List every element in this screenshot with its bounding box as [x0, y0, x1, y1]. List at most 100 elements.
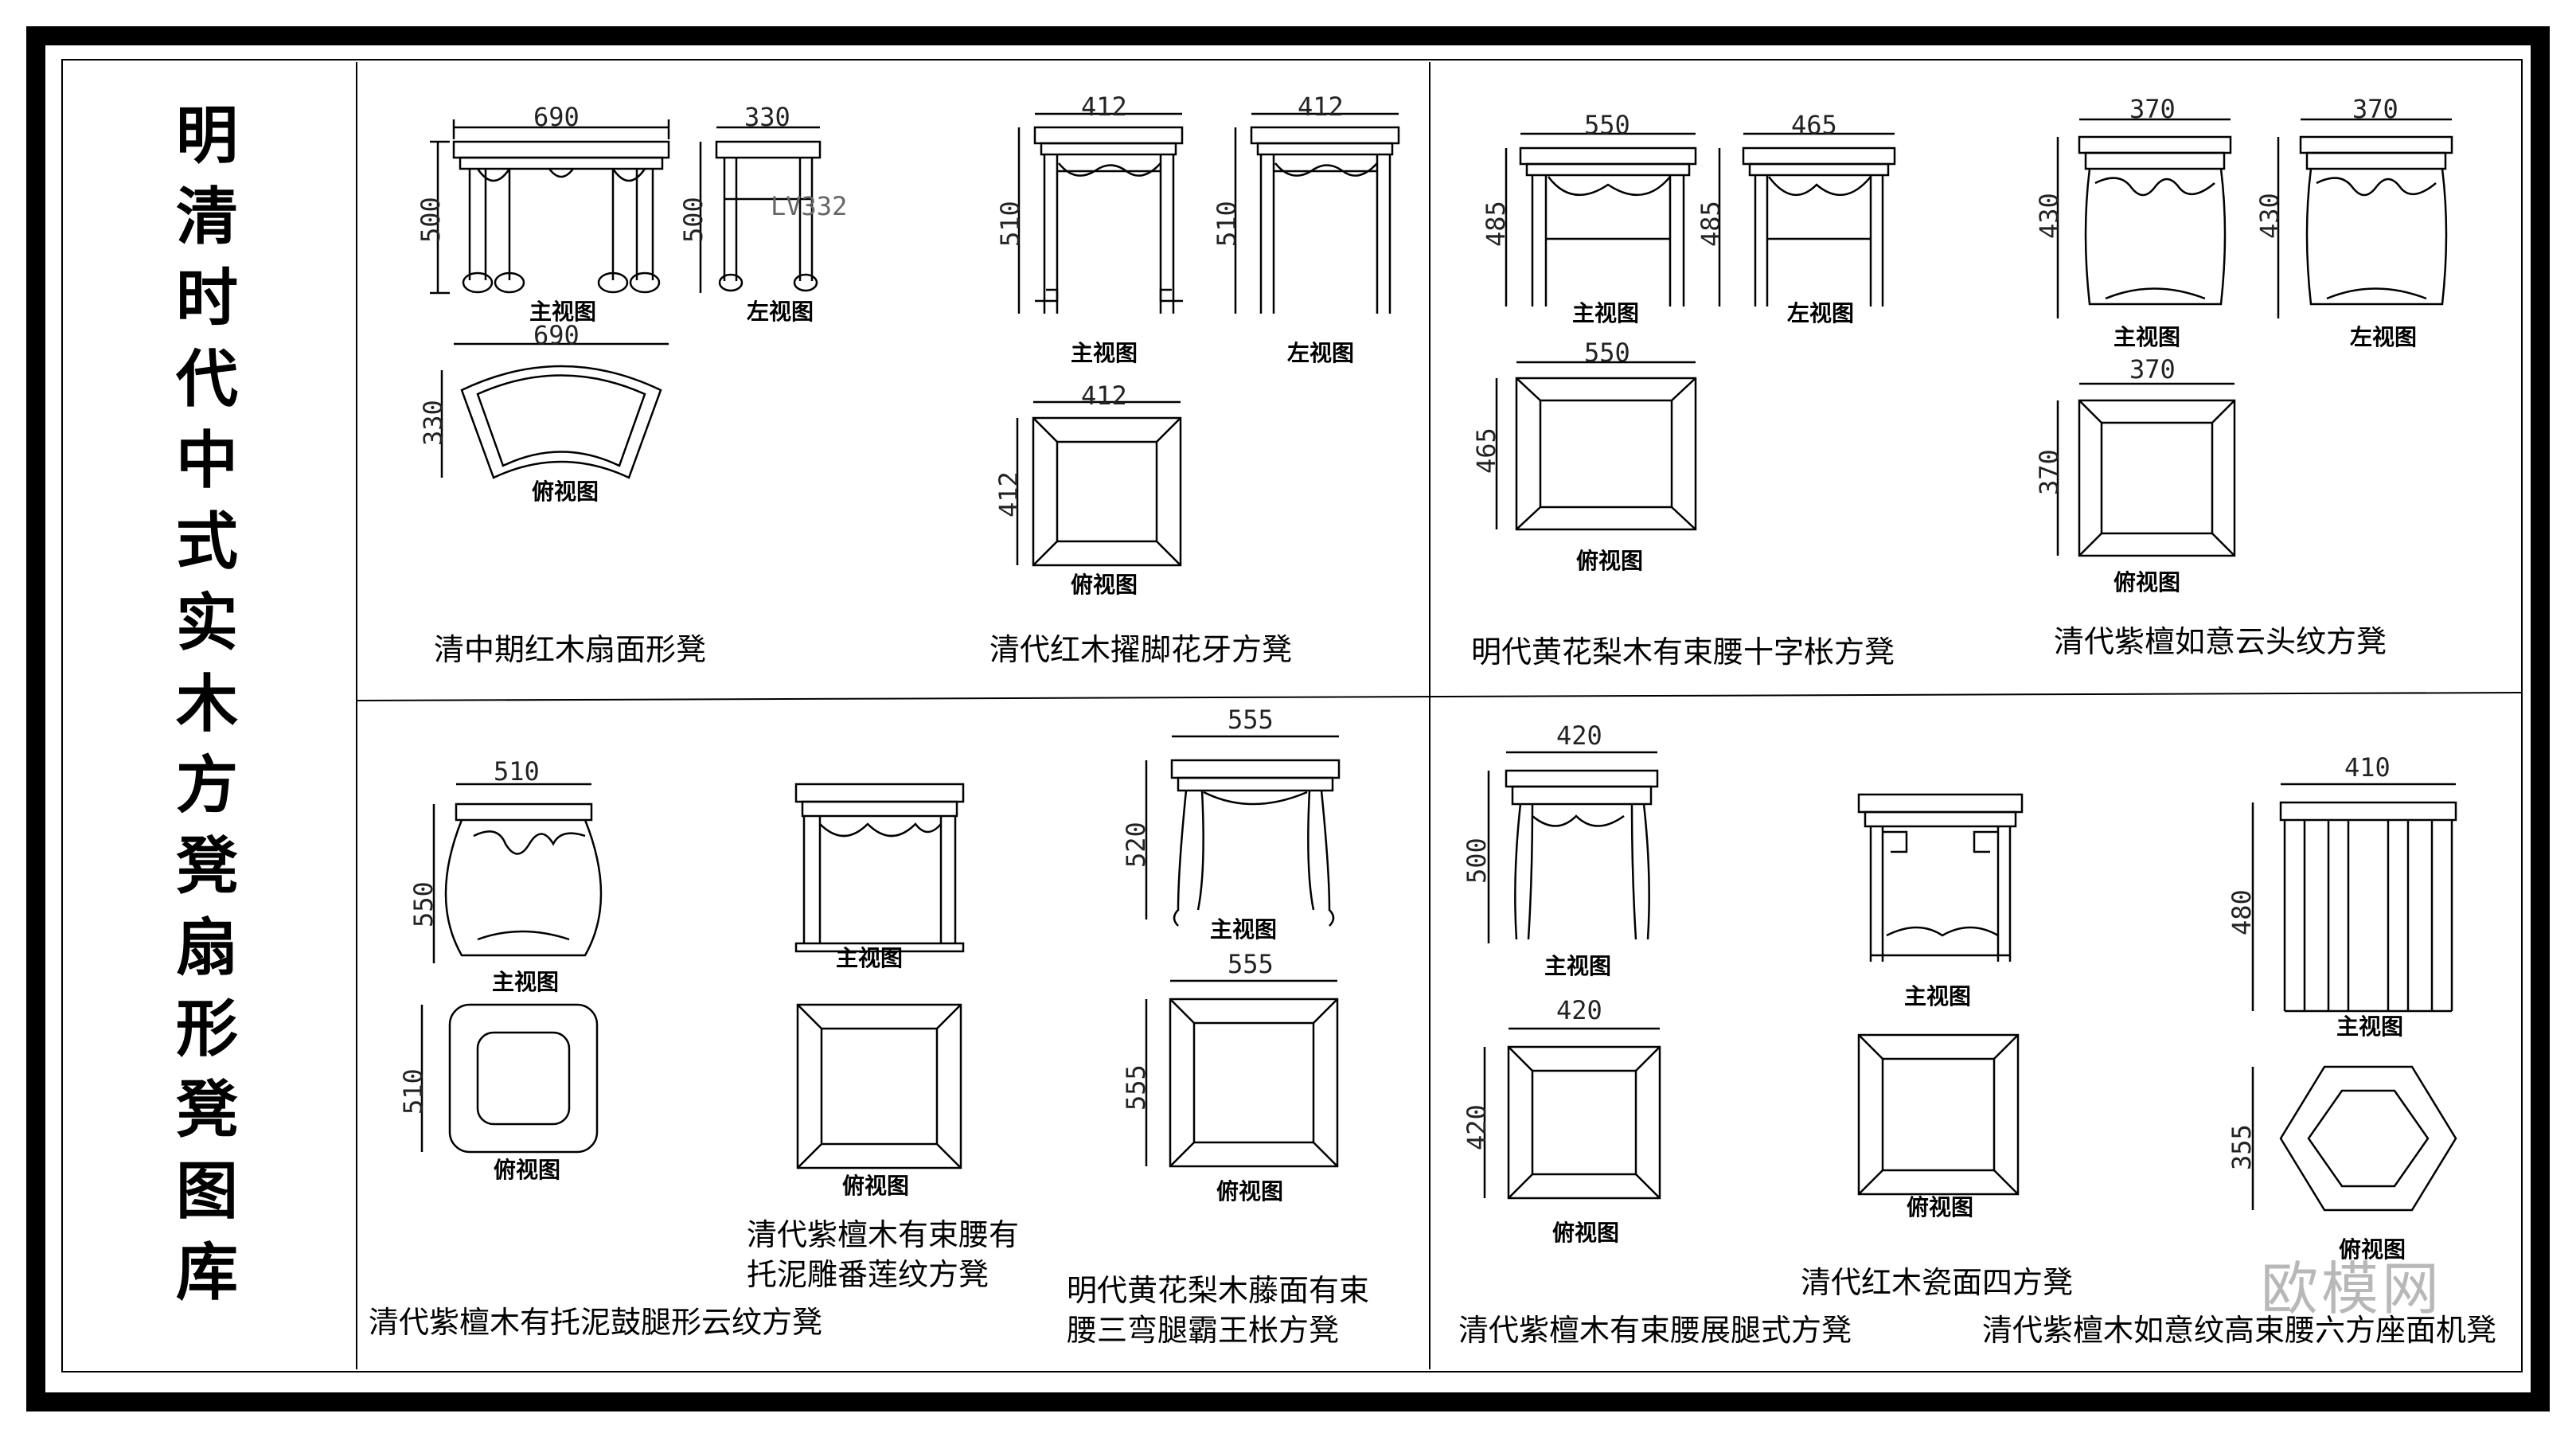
p10-front-view	[2251, 783, 2457, 1013]
inner-frame	[61, 59, 2523, 1372]
p3-top-view-label: 俯视图	[1576, 548, 1644, 574]
sheet-title-char: 明	[175, 100, 238, 172]
p6-front-view	[794, 783, 965, 953]
p9-front-view-label: 主视图	[1904, 983, 1972, 1009]
p5-top-depth: 510	[398, 1068, 428, 1115]
p6-title-line-1: 清代紫檀木有束腰有	[747, 1217, 1020, 1252]
p8-top-depth: 420	[1462, 1104, 1492, 1150]
p4-title: 清代紫檀如意云头纹方凳	[2054, 624, 2387, 659]
sheet-title-char: 清	[175, 182, 238, 253]
p8-top-width: 420	[1556, 995, 1602, 1025]
p8-front-view-label: 主视图	[1544, 953, 1612, 979]
p7-front-view	[1145, 735, 1341, 927]
p7-title-line-2: 腰三弯腿霸王枨方凳	[1067, 1313, 1340, 1348]
p1-top-view	[440, 342, 669, 479]
p3-side-height: 485	[1696, 201, 1726, 247]
p3-top-width: 550	[1584, 338, 1630, 368]
p3-top-depth: 465	[1471, 428, 1501, 474]
p5-top-view-label: 俯视图	[494, 1157, 561, 1183]
p3-front-height: 485	[1481, 201, 1511, 247]
p9-title: 清代红木瓷面四方凳	[1801, 1265, 2074, 1300]
p3-side-view	[1718, 132, 1896, 307]
p1-side-view-label: 左视图	[747, 299, 814, 325]
p4-front-view	[2056, 118, 2232, 318]
p7-top-depth: 555	[1121, 1064, 1151, 1111]
p8-front-view	[1487, 751, 1659, 943]
p3-front-view	[1505, 132, 1697, 307]
p8-title: 清代紫檀木有束腰展腿式方凳	[1458, 1313, 1852, 1348]
p4-top-depth: 370	[2034, 449, 2064, 495]
sheet-title-char: 式	[175, 506, 238, 578]
p4-side-width: 370	[2352, 94, 2398, 124]
p1-top-width: 690	[533, 320, 580, 350]
sheet-title-char: 时	[175, 263, 238, 334]
p5-top-view	[420, 1003, 599, 1154]
sheet-title-char: 库	[175, 1237, 238, 1309]
p9-front-view	[1857, 793, 2024, 962]
p7-front-height: 520	[1121, 822, 1151, 868]
p3-front-view-label: 主视图	[1572, 300, 1640, 326]
sheet-title-char: 代	[175, 344, 238, 416]
p1-side-width: 330	[744, 102, 790, 132]
p9-top-view-label: 俯视图	[1907, 1194, 1974, 1220]
p2-side-height: 510	[1212, 201, 1242, 247]
sheet-title-char: 木	[175, 669, 238, 740]
p1-top-depth: 330	[418, 400, 448, 446]
p7-front-width: 555	[1228, 705, 1274, 735]
outer-frame	[26, 26, 2550, 1412]
p3-title: 明代黄花梨木有束腰十字枨方凳	[1471, 635, 1895, 670]
p1-front-width: 690	[533, 102, 580, 132]
p4-side-view-label: 左视图	[2350, 324, 2418, 350]
sheet-title: 明清时代中式实木方凳扇形凳图库	[163, 96, 251, 1314]
p2-side-width: 412	[1298, 92, 1344, 122]
p7-top-width: 555	[1228, 949, 1274, 979]
p10-top-view-label: 俯视图	[2339, 1236, 2406, 1263]
p2-top-depth: 412	[993, 471, 1024, 517]
p4-top-view	[2056, 382, 2236, 557]
p2-front-height: 510	[995, 201, 1025, 247]
p4-front-view-label: 主视图	[2113, 324, 2181, 350]
p8-front-width: 420	[1556, 720, 1602, 751]
p5-front-width: 510	[494, 756, 540, 787]
p2-top-view	[1016, 400, 1182, 567]
model-code: LV332	[771, 191, 848, 221]
p7-front-view-label: 主视图	[1210, 916, 1278, 943]
p1-front-height: 500	[416, 197, 446, 243]
p2-title: 清代红木擢脚花牙方凳	[989, 632, 1293, 667]
p4-front-height: 430	[2034, 193, 2064, 239]
p9-top-view	[1857, 1033, 2020, 1196]
sheet-title-char: 形	[175, 994, 238, 1065]
p4-top-view-label: 俯视图	[2113, 569, 2181, 595]
p4-side-view	[2277, 118, 2453, 318]
sheet-title-char: 中	[175, 425, 238, 497]
sheet-title-char: 图	[175, 1156, 238, 1228]
p10-front-height: 480	[2227, 889, 2257, 935]
p4-front-width: 370	[2129, 94, 2176, 124]
sheet-title-char: 实	[175, 588, 238, 659]
p2-front-view-label: 主视图	[1071, 340, 1138, 366]
p6-top-view	[796, 1003, 962, 1169]
p10-title: 清代紫檀木如意纹高束腰六方座面机凳	[1982, 1313, 2497, 1348]
p3-side-width: 465	[1791, 110, 1837, 140]
p2-front-width: 412	[1081, 92, 1127, 122]
p10-top-view	[2251, 1065, 2457, 1212]
p2-side-view	[1234, 112, 1400, 314]
p7-title-line-1: 明代黄花梨木藤面有束	[1067, 1273, 1370, 1308]
p6-title-line-2: 托泥雕番莲纹方凳	[747, 1257, 989, 1292]
p3-top-view	[1495, 361, 1697, 531]
watermark-logo: 欧模网	[2261, 1255, 2443, 1322]
p5-front-view	[432, 783, 603, 963]
p3-front-width: 550	[1584, 110, 1630, 140]
p6-front-view-label: 主视图	[836, 945, 904, 971]
p4-side-height: 430	[2254, 193, 2285, 239]
p5-title: 清代紫檀木有托泥鼓腿形云纹方凳	[369, 1305, 823, 1340]
p2-front-view	[1017, 112, 1184, 314]
p2-side-view-label: 左视图	[1287, 340, 1355, 366]
p1-title: 清中期红木扇面形凳	[434, 632, 707, 667]
p2-top-width: 412	[1081, 381, 1127, 411]
p10-top-depth: 355	[2227, 1124, 2257, 1170]
p10-front-width: 410	[2344, 752, 2391, 783]
p1-side-height: 500	[678, 197, 708, 243]
p7-top-view-label: 俯视图	[1216, 1178, 1284, 1205]
p1-top-view-label: 俯视图	[532, 478, 599, 505]
